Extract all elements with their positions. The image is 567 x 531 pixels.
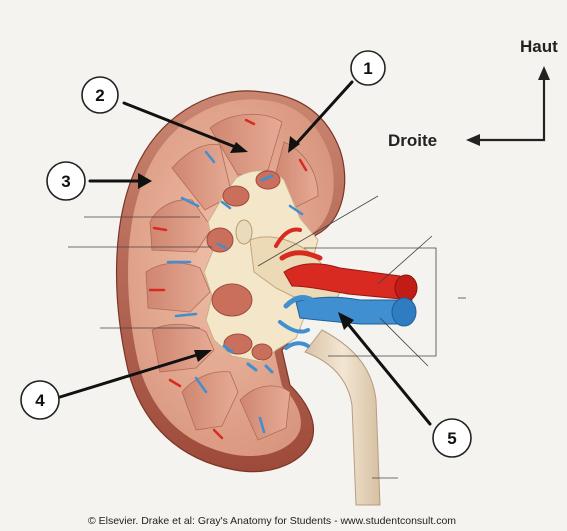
left-arrow-icon [466, 134, 480, 146]
callout-2: 2 [82, 77, 118, 113]
callout-2-number: 2 [95, 86, 104, 105]
up-arrow-icon [538, 66, 550, 80]
callout-1: 1 [351, 51, 385, 85]
callout-1-number: 1 [363, 59, 372, 78]
callout-3: 3 [47, 162, 85, 200]
callout-3-number: 3 [61, 172, 70, 191]
callout-4: 4 [21, 381, 59, 419]
callout-4-number: 4 [35, 391, 45, 410]
callout-5-number: 5 [447, 429, 456, 448]
right-label: Droite [388, 131, 437, 150]
image-credit: © Elsevier. Drake et al: Gray's Anatomy … [88, 515, 456, 527]
orientation-arrow-lines [476, 76, 544, 140]
orientation-indicator: Haut Droite [388, 37, 558, 150]
calyx-highlight [236, 220, 252, 244]
callout-5: 5 [433, 419, 471, 457]
up-label: Haut [520, 37, 558, 56]
